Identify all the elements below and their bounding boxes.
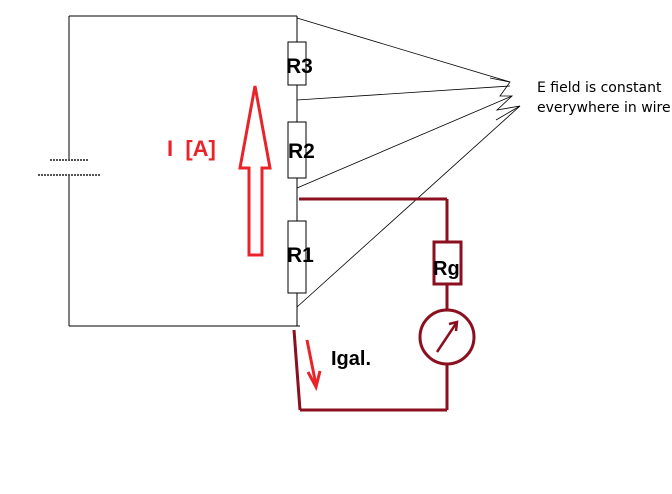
- pointer-line-2: [296, 85, 511, 101]
- pointer-line-3: [296, 95, 513, 189]
- galvanometer-circuit: [292, 197, 476, 412]
- resistor-r1: [287, 220, 307, 294]
- r1-label: R1: [287, 244, 314, 267]
- current-arrow: [238, 85, 272, 257]
- galvanometer-needle: [435, 321, 459, 353]
- galvanometer-needle-head: [448, 320, 459, 332]
- resistor-rg: [432, 240, 463, 286]
- r3-label: R3: [286, 55, 313, 78]
- resistor-r3: [287, 41, 307, 86]
- resistor-r2: [287, 121, 307, 179]
- main-circuit: [68, 15, 300, 327]
- pointer-line-1: [296, 17, 511, 83]
- note-line-2: everywhere in wire: [537, 100, 671, 116]
- igal-arrow: [305, 339, 322, 392]
- galv-left-wire: [292, 329, 302, 411]
- rg-label: Rg: [433, 258, 460, 280]
- igal-arrow-head: [306, 370, 322, 392]
- current-label: I [A]: [167, 136, 216, 161]
- r2-label: R2: [288, 140, 315, 163]
- note-line-1: E field is constant: [537, 80, 662, 96]
- annotation-lines: [296, 17, 521, 308]
- pointer-arrowheads: [489, 77, 521, 121]
- pointer-line-4: [296, 105, 521, 308]
- igal-label: Igal.: [331, 348, 371, 370]
- igal-arrow-shaft: [305, 339, 318, 386]
- battery: [38, 159, 100, 176]
